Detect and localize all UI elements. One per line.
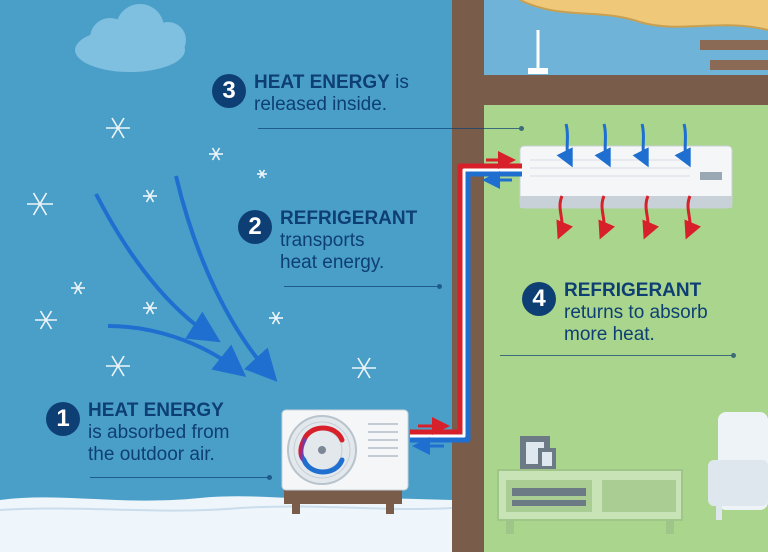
step-heading: HEAT ENERGY [88, 400, 224, 421]
cold-arrow-icon [556, 123, 691, 168]
snowflake-icon [27, 117, 376, 379]
room-interior [484, 105, 768, 552]
outdoor-heat-pump-unit [281, 409, 409, 491]
step-text: REFRIGERANT returns to absorb more heat. [564, 280, 708, 346]
armchair-icon [708, 412, 768, 520]
step-heading: HEAT ENERGY [254, 72, 390, 93]
step-heading: REFRIGERANT [564, 280, 702, 301]
fan-icon [287, 415, 357, 485]
leader-line [90, 475, 272, 480]
step-number-badge: 4 [522, 282, 556, 316]
step-2: 2 REFRIGERANT transports heat energy. [238, 208, 417, 274]
step-description: is absorbed from [88, 422, 230, 443]
step-description: transports [280, 230, 365, 251]
picture-frame-icon [520, 436, 556, 470]
step-text: HEAT ENERGY is released inside. [254, 72, 409, 116]
step-heading: REFRIGERANT [280, 208, 418, 229]
heat-arrow-icon [556, 195, 701, 240]
step-heading-suffix: is [389, 72, 409, 93]
step-description: released inside. [254, 94, 388, 115]
step-text: HEAT ENERGY is absorbed from the outdoor… [88, 400, 230, 466]
step-1: 1 HEAT ENERGY is absorbed from the outdo… [46, 400, 230, 466]
leader-line [258, 126, 524, 131]
leader-line [284, 284, 442, 289]
step-text: REFRIGERANT transports heat energy. [280, 208, 417, 274]
wind-arrow-icon [94, 175, 278, 382]
step-description: returns to absorb [564, 302, 708, 323]
tv-console [497, 469, 683, 534]
step-description: heat energy. [280, 252, 385, 273]
roof-insulation [520, 0, 768, 30]
cloud-icon [75, 4, 186, 72]
step-number-badge: 2 [238, 210, 272, 244]
step-description: more heat. [564, 324, 655, 345]
step-number-badge: 1 [46, 402, 80, 436]
step-number-badge: 3 [212, 74, 246, 108]
step-3: 3 HEAT ENERGY is released inside. [212, 72, 409, 116]
indoor-ac-unit [519, 145, 733, 209]
step-description: the outdoor air. [88, 444, 215, 465]
leader-line [500, 353, 736, 358]
snow-ground [0, 496, 452, 552]
step-4: 4 REFRIGERANT returns to absorb more hea… [522, 280, 708, 346]
